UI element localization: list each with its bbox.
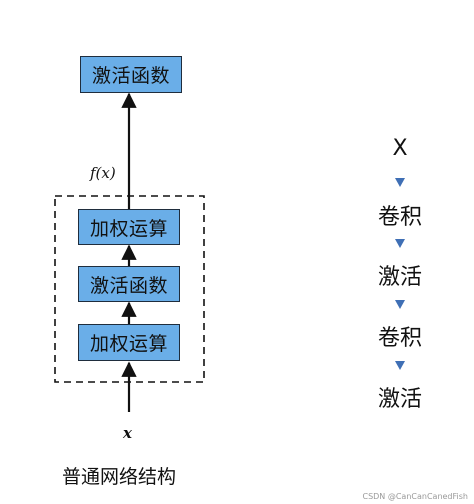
output-label: f(x) [90, 164, 116, 182]
sequence-item-conv-2: 卷积 [377, 326, 422, 351]
sequence-item-activation-1: 激活 [377, 265, 422, 290]
watermark: CSDN @CanCanCanedFish [362, 492, 468, 501]
weighted-sum-box-2: 加权运算 [78, 324, 180, 361]
weighted-sum-box-1: 加权运算 [78, 209, 180, 245]
top-activation-box: 激活函数 [80, 56, 182, 93]
down-arrow-icon [395, 300, 405, 309]
input-label: x [123, 424, 132, 442]
diagram-caption: 普通网络结构 [62, 466, 177, 488]
down-arrow-icon [395, 361, 405, 370]
sequence-item-activation-2: 激活 [377, 387, 422, 412]
sequence-item-x: X [392, 136, 408, 161]
down-arrow-icon [395, 178, 405, 187]
sequence-item-conv-1: 卷积 [377, 205, 422, 230]
down-arrow-icon [395, 239, 405, 248]
activation-box: 激活函数 [78, 266, 180, 302]
